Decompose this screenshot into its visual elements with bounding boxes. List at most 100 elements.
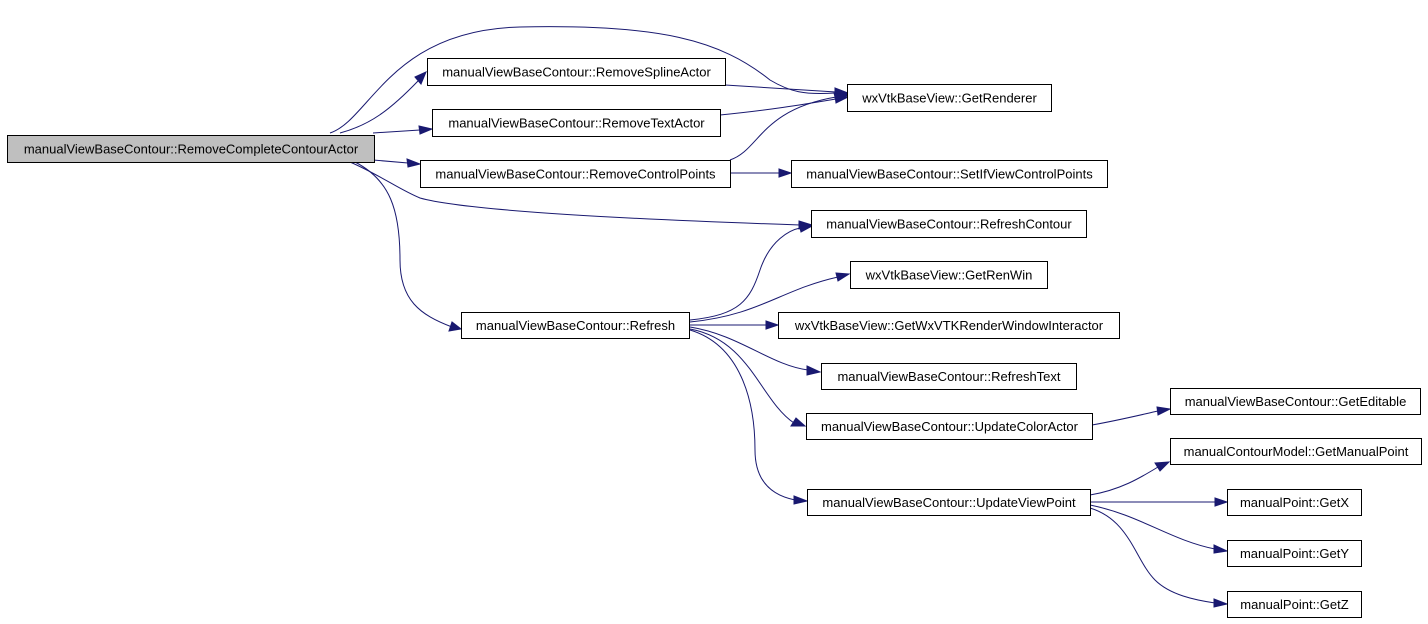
node-box[interactable] [850, 261, 1048, 289]
node-refresh[interactable]: manualViewBaseContour::Refresh [461, 312, 690, 339]
node-setIfViewControlPoints[interactable]: manualViewBaseContour::SetIfViewControlP… [791, 160, 1108, 188]
edge-refresh-to-getWxVTKRWI [690, 320, 780, 330]
arrowhead-icon [793, 495, 809, 505]
node-box[interactable] [1170, 388, 1421, 415]
node-box[interactable] [1227, 540, 1362, 567]
edge-removeSplineActor-to-getRenderer [724, 84, 850, 97]
node-getWxVTKRWI[interactable]: wxVtkBaseView::GetWxVTKRenderWindowInter… [778, 312, 1120, 339]
node-label: manualViewBaseContour::UpdateViewPoint [822, 495, 1076, 510]
arrowhead-icon [1213, 598, 1229, 608]
node-box[interactable] [7, 135, 375, 163]
edge-line [372, 159, 409, 164]
edge-refresh-to-refreshContour [689, 223, 814, 321]
node-label: wxVtkBaseView::GetWxVTKRenderWindowInter… [794, 318, 1104, 333]
node-box[interactable] [806, 413, 1093, 440]
node-label: manualViewBaseContour::SetIfViewControlP… [806, 167, 1093, 182]
node-label: manualViewBaseContour::RemoveCompleteCon… [24, 142, 359, 157]
arrowhead-icon [790, 417, 807, 427]
edge-line [339, 80, 419, 134]
arrowhead-icon [806, 365, 822, 376]
edge-line [354, 161, 453, 328]
edge-refresh-to-getRenWin [689, 272, 851, 323]
arrowhead-icon [414, 71, 427, 85]
node-box[interactable] [821, 363, 1077, 390]
edge-updateViewPoint-to-getY [1089, 504, 1229, 554]
node-label: manualViewBaseContour::UpdateColorActor [821, 419, 1079, 434]
node-box[interactable] [811, 210, 1087, 238]
edge-updateColorActor-to-getEditable [1091, 406, 1172, 426]
edge-line [689, 328, 795, 424]
arrowhead-icon [835, 272, 851, 282]
node-box[interactable] [420, 160, 731, 188]
node-box[interactable] [847, 84, 1052, 112]
node-getEditable[interactable]: manualViewBaseContour::GetEditable [1170, 388, 1421, 415]
arrowhead-icon [1213, 544, 1229, 554]
node-refreshText[interactable]: manualViewBaseContour::RefreshText [821, 363, 1077, 390]
edge-removeControlPoints-to-setIfViewControlPoints [730, 168, 793, 178]
edge-refresh-to-updateViewPoint [689, 329, 809, 505]
node-label: wxVtkBaseView::GetRenWin [865, 268, 1033, 283]
node-root[interactable]: manualViewBaseContour::RemoveCompleteCon… [7, 135, 375, 163]
node-label: manualViewBaseContour::RefreshText [837, 369, 1060, 384]
edge-line [1089, 466, 1159, 496]
edge-refresh-to-refreshText [689, 326, 822, 376]
node-box[interactable] [432, 109, 721, 137]
arrowhead-icon [418, 125, 434, 135]
node-label: manualContourModel::GetManualPoint [1184, 444, 1409, 459]
node-box[interactable] [778, 312, 1120, 339]
node-getY[interactable]: manualPoint::GetY [1227, 540, 1362, 567]
edge-line [1091, 410, 1159, 426]
node-label: manualPoint::GetY [1240, 546, 1349, 561]
node-box[interactable] [807, 489, 1091, 516]
node-updateColorActor[interactable]: manualViewBaseContour::UpdateColorActor [806, 413, 1093, 440]
arrowhead-icon [406, 158, 422, 168]
arrowhead-icon [778, 168, 793, 178]
node-box[interactable] [1227, 591, 1362, 618]
edge-line [349, 161, 801, 226]
edge-line [372, 129, 421, 134]
edge-updateViewPoint-to-getZ [1089, 507, 1229, 608]
arrowhead-icon [1154, 461, 1171, 472]
arrowhead-icon [798, 223, 814, 233]
edge-removeControlPoints-to-getRenderer [729, 92, 850, 161]
node-label: manualPoint::GetZ [1240, 597, 1348, 612]
node-label: manualViewBaseContour::RefreshContour [826, 217, 1072, 232]
edge-line [329, 26, 836, 134]
node-removeControlPoints[interactable]: manualViewBaseContour::RemoveControlPoin… [420, 160, 731, 188]
node-label: manualViewBaseContour::RemoveControlPoin… [435, 167, 716, 182]
node-getX[interactable]: manualPoint::GetX [1227, 489, 1362, 516]
node-box[interactable] [461, 312, 690, 339]
node-label: manualViewBaseContour::RemoveTextActor [448, 116, 705, 131]
call-graph-edges [329, 26, 1229, 608]
node-box[interactable] [791, 160, 1108, 188]
edge-updateViewPoint-to-getX [1090, 497, 1229, 507]
edge-root-to-removeTextActor [372, 125, 434, 135]
node-updateViewPoint[interactable]: manualViewBaseContour::UpdateViewPoint [807, 489, 1091, 516]
node-box[interactable] [1170, 438, 1422, 465]
node-removeSplineActor[interactable]: manualViewBaseContour::RemoveSplineActor [427, 58, 726, 86]
edge-line [689, 329, 796, 501]
edge-updateViewPoint-to-getManualPoint [1089, 461, 1171, 496]
arrowhead-icon [765, 320, 780, 330]
arrowhead-icon [1214, 497, 1229, 507]
edge-root-to-removeControlPoints [372, 158, 422, 168]
call-graph-nodes: manualViewBaseContour::RemoveCompleteCon… [7, 58, 1422, 618]
edge-line [729, 96, 837, 161]
edge-root-to-refresh [354, 161, 463, 332]
node-label: manualViewBaseContour::Refresh [476, 318, 675, 333]
edge-line [689, 326, 809, 371]
edge-root-to-removeSplineActor [339, 71, 427, 134]
node-getManualPoint[interactable]: manualContourModel::GetManualPoint [1170, 438, 1422, 465]
node-getRenWin[interactable]: wxVtkBaseView::GetRenWin [850, 261, 1048, 289]
node-label: manualViewBaseContour::RemoveSplineActor [442, 65, 711, 80]
node-getRenderer[interactable]: wxVtkBaseView::GetRenderer [847, 84, 1052, 112]
node-getZ[interactable]: manualPoint::GetZ [1227, 591, 1362, 618]
node-refreshContour[interactable]: manualViewBaseContour::RefreshContour [811, 210, 1087, 238]
edge-line [689, 227, 801, 321]
node-removeTextActor[interactable]: manualViewBaseContour::RemoveTextActor [432, 109, 721, 137]
node-box[interactable] [427, 58, 726, 86]
node-label: manualViewBaseContour::GetEditable [1185, 394, 1407, 409]
node-label: manualPoint::GetX [1240, 495, 1349, 510]
node-box[interactable] [1227, 489, 1362, 516]
edge-line [1089, 507, 1216, 604]
